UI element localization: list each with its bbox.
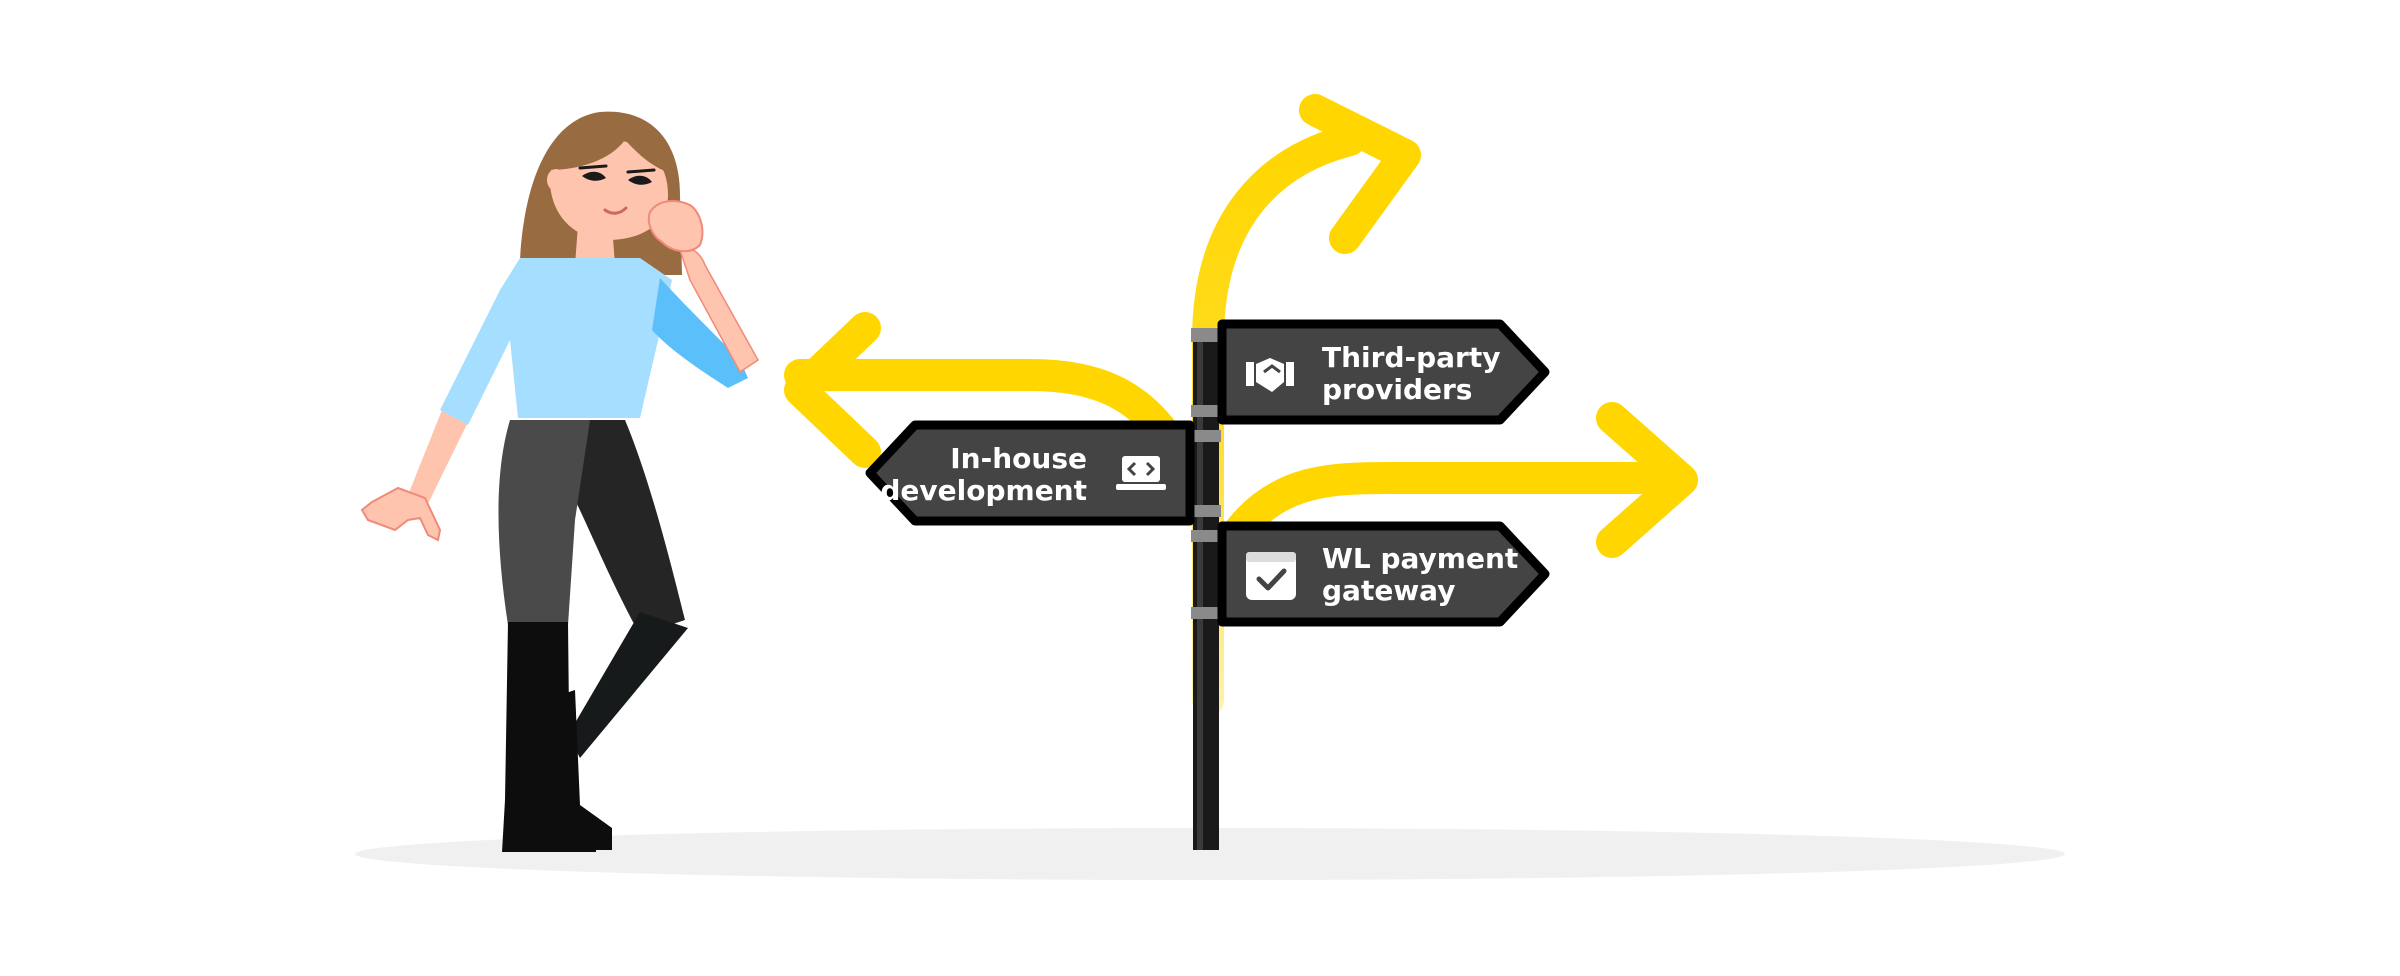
sign-wl-line2: gateway [1322, 574, 1455, 607]
sign-in-house-line1: In-house [950, 442, 1087, 475]
sign-third-party-line1: Third-party [1322, 341, 1501, 374]
sign-wl-payment-gateway: WL payment gateway [1217, 521, 1550, 627]
thinking-woman [360, 111, 759, 852]
arrow-right [1224, 462, 1696, 546]
hand-left [360, 486, 442, 542]
sign-in-house-development: In-house development [865, 420, 1195, 526]
arrow-right-head [1596, 402, 1698, 558]
arrow-up-right [1192, 124, 1366, 716]
lower-leg-back [568, 612, 688, 758]
ground-shadow [355, 828, 2065, 880]
leg-front [498, 420, 590, 625]
sign-third-party-line2: providers [1322, 373, 1472, 406]
smile [603, 206, 628, 215]
arrow-left-head [784, 312, 881, 468]
eye-left [582, 171, 606, 181]
arm-left [400, 410, 470, 520]
hair-front [548, 117, 676, 175]
box-check-icon [1246, 552, 1296, 600]
laptop-code-icon [1116, 456, 1166, 490]
sign-third-party-providers: Third-party providers [1217, 319, 1550, 425]
leg-back [575, 420, 685, 635]
ear [547, 169, 565, 191]
arrows [784, 94, 1698, 716]
sign-wl-line1: WL payment [1322, 542, 1518, 575]
arrow-up-right-head [1299, 94, 1421, 254]
sign-post [1191, 328, 1221, 850]
sleeve-right [652, 278, 748, 388]
handshake-icon [1246, 358, 1294, 392]
eye-right [628, 175, 652, 185]
hand-right [647, 199, 704, 253]
boot-front [502, 622, 596, 852]
shirt [440, 258, 672, 425]
sign-in-house-line2: development [880, 474, 1087, 507]
